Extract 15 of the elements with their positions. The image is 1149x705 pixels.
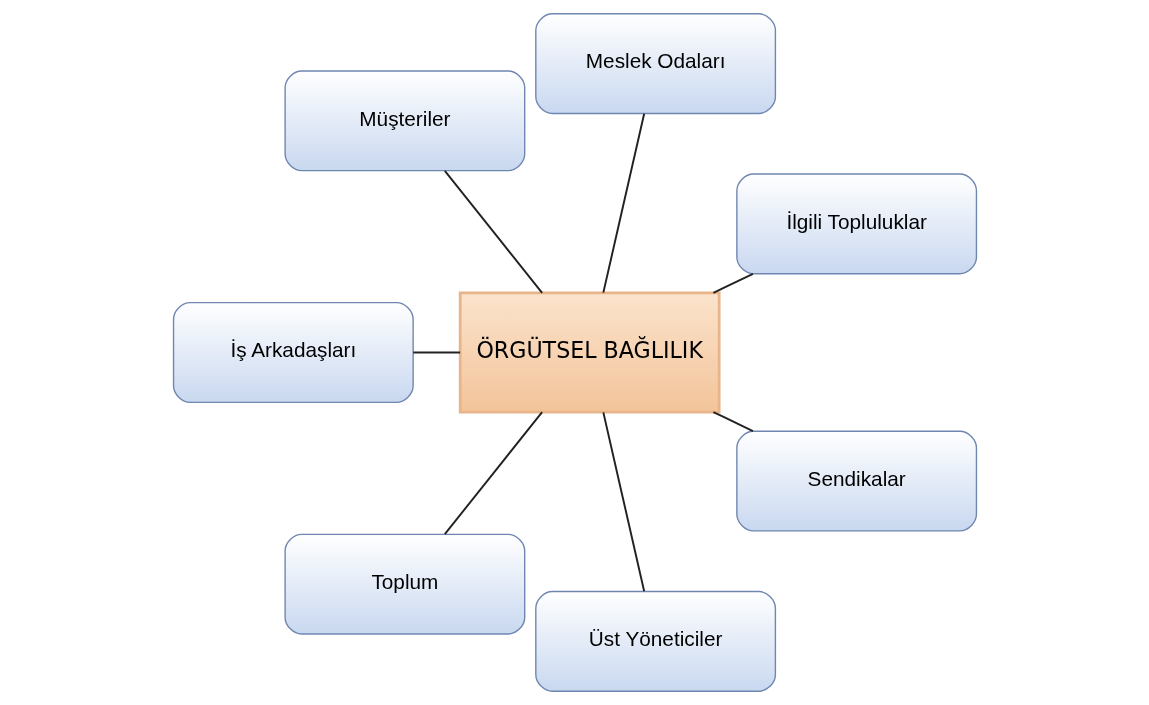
connector (601, 411, 645, 593)
connector (443, 411, 543, 536)
connector (601, 112, 645, 294)
connector (411, 351, 461, 354)
node-box: ÖRGÜTSEL BAĞLILIK (458, 291, 721, 414)
connector (443, 169, 543, 294)
node-box: Meslek Odaları (534, 13, 776, 115)
node-box: Üst Yöneticiler (534, 590, 776, 692)
node-box: Sendikalar (735, 430, 977, 532)
node-box: İlgili Topluluklar (735, 173, 977, 275)
node-box: Toplum (283, 533, 525, 635)
node-box: Müşteriler (283, 70, 525, 172)
connector (711, 411, 754, 433)
node-box: İş Arkadaşları (172, 301, 414, 404)
connector (711, 272, 754, 294)
